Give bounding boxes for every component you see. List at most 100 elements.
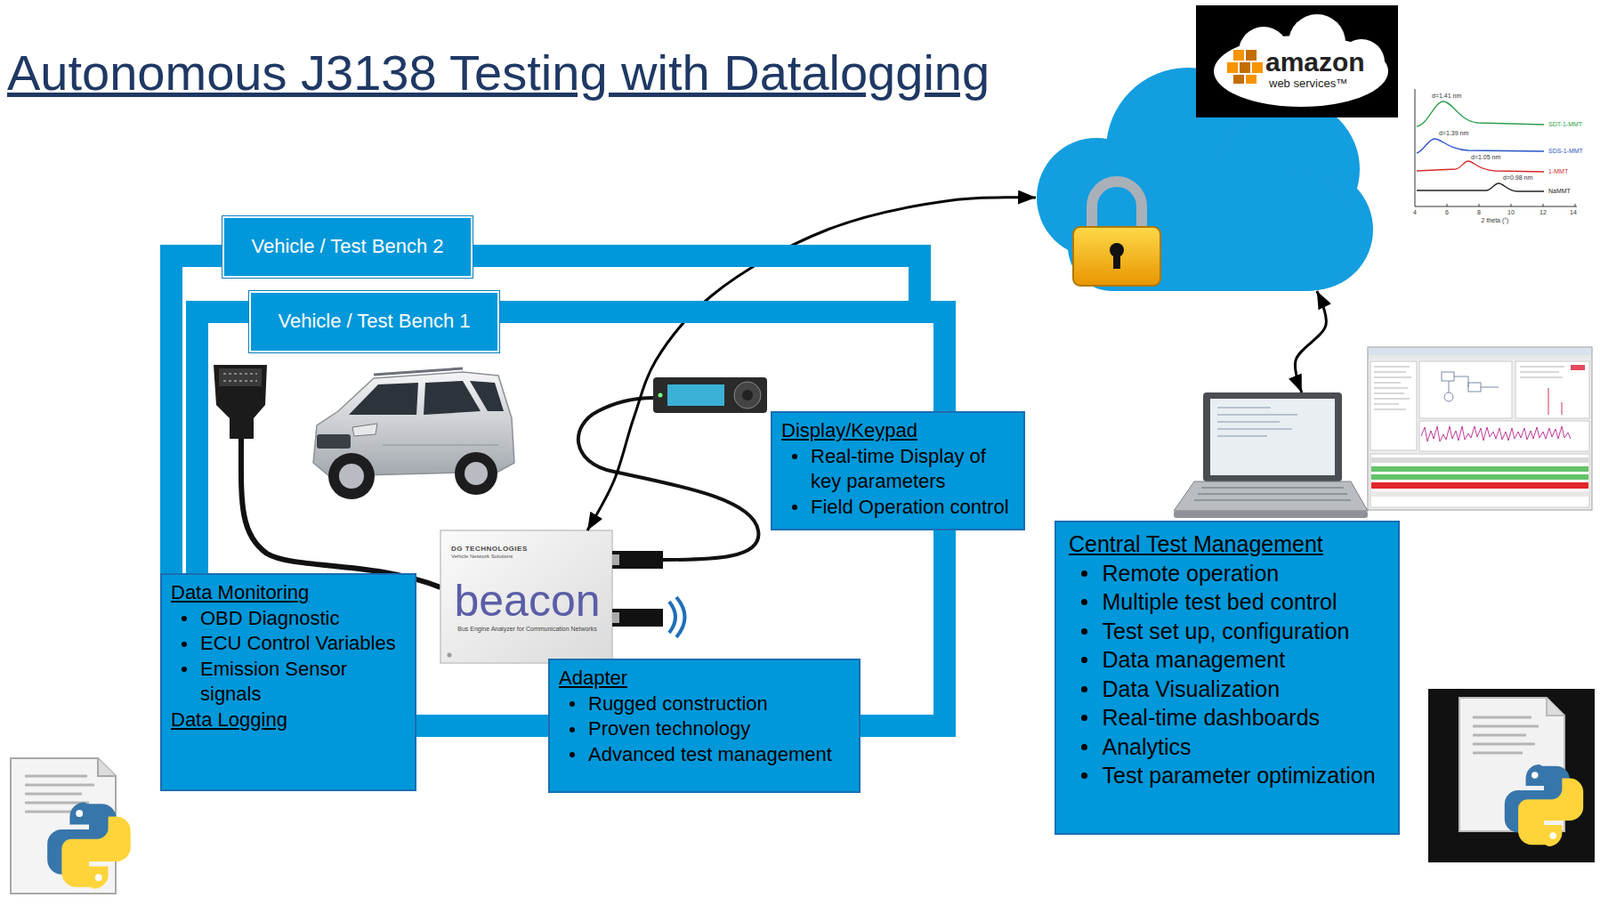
keypad-device (742, 389, 753, 401)
bullet-item: OBD Diagnostic (170, 606, 406, 632)
python-file-icon (10, 758, 131, 894)
chart-label: SDT-1-MMT (1547, 121, 1584, 128)
laptop-icon (1173, 481, 1368, 511)
info-box: AdapterRugged constructionProven technol… (548, 658, 861, 793)
python-file-icon (75, 809, 83, 817)
car-picture (382, 444, 499, 446)
laptop-icon (1173, 392, 1368, 518)
padlock-icon (1073, 181, 1161, 286)
software-screenshot (1419, 420, 1590, 452)
obd-cable (241, 438, 441, 588)
python-file-icon (61, 816, 130, 889)
software-screenshot (1367, 347, 1592, 510)
label-wrap: 10 (1506, 209, 1516, 216)
python-file-icon (1549, 832, 1556, 839)
keypad-device (653, 377, 768, 413)
aws-cubes (1245, 74, 1257, 84)
software-screenshot (1448, 376, 1499, 393)
label-wrap: 14 (1568, 209, 1578, 216)
software-screenshot (1368, 347, 1592, 356)
chart-label: 8 (1476, 209, 1482, 216)
laptop-icon (1173, 510, 1368, 518)
chart-label: d=1.05 nm (1470, 153, 1502, 161)
chart-label: 1-MMT (1547, 168, 1569, 175)
info-box: Data MonitoringOBD DiagnosticECU Control… (160, 573, 417, 792)
python-file-icon (1518, 777, 1584, 847)
xrd-chart (1416, 138, 1544, 154)
connector-arrow (1294, 290, 1326, 393)
python-file-icon (1504, 764, 1584, 847)
box-heading: Adapter (558, 665, 850, 692)
laptop-icon (1194, 487, 1351, 501)
software-screenshot (1373, 366, 1412, 410)
label-wrap: d=1.05 nm (1470, 153, 1502, 161)
xrd-chart (1414, 88, 1416, 207)
software-screenshot (1570, 364, 1585, 371)
maker-name: DG TECHNOLOGIES (451, 544, 604, 554)
bullet-item: Multiple test bed control (1068, 587, 1386, 617)
software-screenshot (1371, 457, 1589, 463)
beacon-device (447, 653, 453, 658)
beacon-device (612, 612, 620, 623)
software-screenshot (1519, 366, 1565, 378)
bullet-item: Remote operation (1068, 558, 1386, 589)
keypad-device (653, 377, 768, 413)
software-screenshot (1371, 491, 1589, 497)
chart-label: 14 (1568, 209, 1578, 216)
label-wrap: 4 (1412, 209, 1418, 216)
maker-tagline: Vehicle Network Solutions (451, 553, 604, 561)
python-file-icon (1546, 697, 1565, 716)
car-picture (339, 463, 364, 489)
car-picture (464, 461, 488, 485)
python-file-icon (97, 758, 116, 776)
display-cable (578, 397, 760, 560)
python-file-icon (1428, 688, 1595, 863)
bench-frame: Data MonitoringOBD DiagnosticECU Control… (185, 300, 956, 737)
bullet-item: Real-time dashboards (1068, 703, 1386, 733)
laptop-icon (1210, 398, 1335, 476)
label-wrap: 1-MMT (1547, 168, 1569, 175)
software-screenshot (1370, 361, 1417, 451)
device-box: DG TECHNOLOGIESVehicle Network Solutions… (440, 530, 613, 663)
aws-cubes (1245, 49, 1257, 61)
label-wrap: 12 (1538, 209, 1548, 216)
aws-cubes (1239, 62, 1251, 73)
beacon-device (612, 554, 620, 566)
xrd-chart (1446, 203, 1576, 207)
bullet-item: Test set up, configuration (1068, 616, 1386, 647)
padlock-icon (1073, 226, 1161, 286)
keypad-device (667, 384, 725, 406)
chart-label: 12 (1538, 209, 1548, 216)
software-screenshot (1444, 392, 1454, 402)
car-picture (313, 368, 515, 500)
software-screenshot (1548, 387, 1562, 415)
product-subtitle: Bus Engine Analyzer for Communication Ne… (451, 624, 604, 633)
label-wrap: 8 (1476, 209, 1482, 216)
title-wrap: Autonomous J3138 Testing with Dataloggin… (7, 44, 990, 102)
chart-label: NaMMT (1547, 187, 1572, 194)
beacon-device (440, 530, 686, 663)
label-wrap: 2 theta (°) (1480, 217, 1511, 224)
bullet-item: Data management (1068, 645, 1386, 675)
bullet-item: Field Operation control (781, 494, 1015, 521)
car-picture (348, 382, 419, 415)
python-file-icon (47, 801, 131, 889)
software-screenshot (1370, 453, 1590, 508)
car-picture (454, 452, 498, 495)
python-file-icon (1472, 717, 1539, 753)
car-picture (373, 368, 463, 375)
aws-cubes (1233, 74, 1245, 84)
software-screenshot (1421, 426, 1571, 442)
software-screenshot (1371, 474, 1589, 480)
product-logo: beacon (451, 577, 604, 625)
beacon-device (612, 608, 663, 627)
cloud-shape (1067, 177, 1353, 291)
display-cable (578, 397, 760, 560)
label-wrap: d=1.39 nm (1438, 129, 1470, 137)
bench-label: Vehicle / Test Bench 2 (222, 216, 473, 278)
logo-subtitle: web services™ (1265, 76, 1366, 91)
car-picture (352, 423, 378, 437)
chart-label: SDS-1-MMT (1547, 147, 1584, 154)
label-wrap: SDT-1-MMT (1547, 121, 1584, 128)
bullet-item: Analytics (1068, 732, 1386, 762)
